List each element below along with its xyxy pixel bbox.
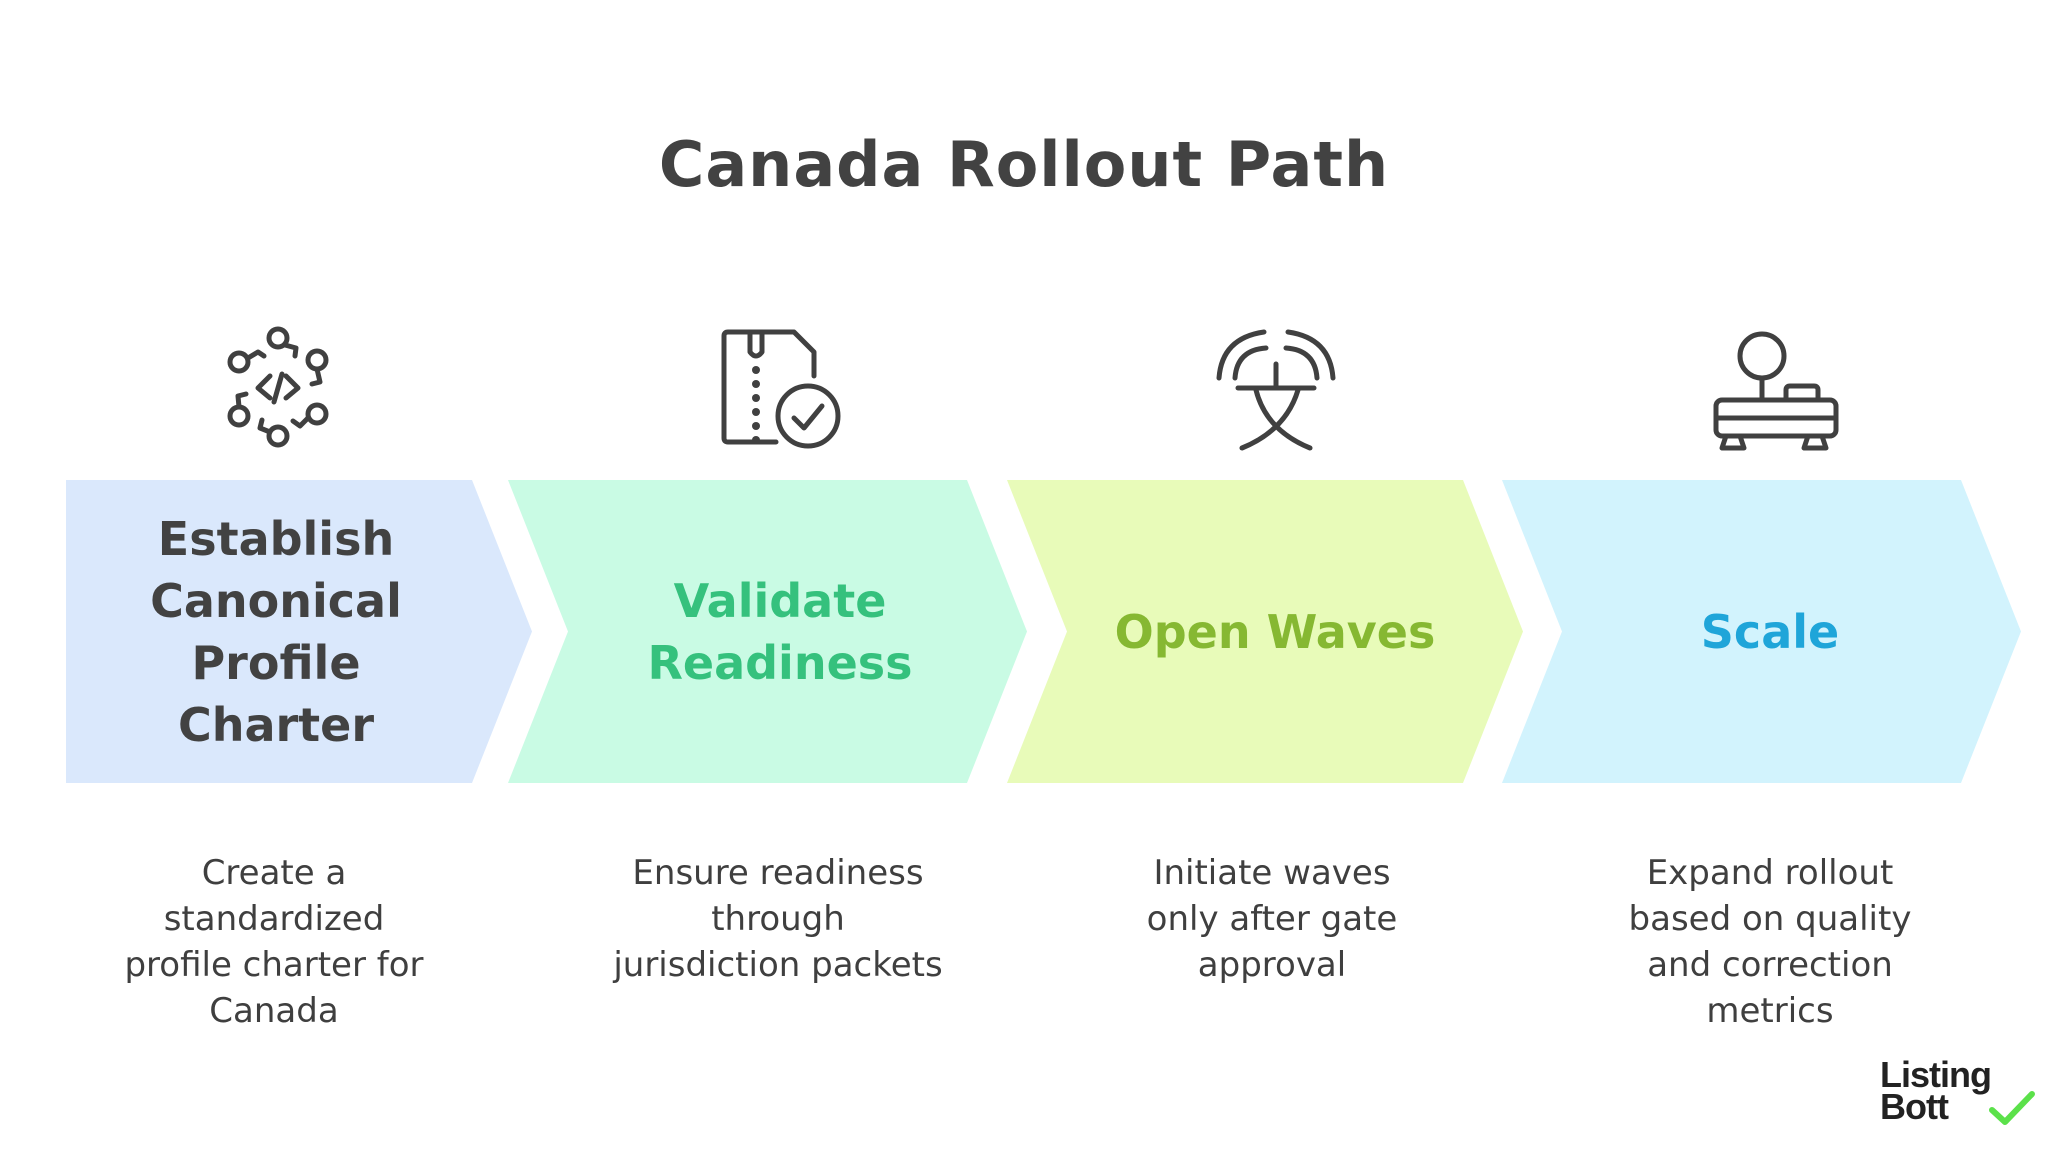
step-2-heading: Validate Readiness: [647, 573, 913, 690]
chevron-step-4: [1502, 480, 2021, 783]
step-3-description: Initiate waves only after gate approval: [1146, 853, 1398, 985]
step-3-heading: Open Waves: [1114, 604, 1436, 659]
step-1-heading: Establish Canonical Profile Charter: [150, 511, 402, 752]
logo-text-line2: Bott: [1880, 1086, 1949, 1127]
weighing-scale-icon: [1706, 318, 1846, 458]
broadcast-antenna-icon: [1206, 318, 1346, 458]
chevron-step-3: [1007, 480, 1523, 783]
logo-text-line1: Listing: [1880, 1054, 1992, 1095]
step-2-description: Ensure readiness through jurisdiction pa…: [613, 853, 943, 985]
step-4-description: Expand rollout based on quality and corr…: [1628, 853, 1912, 1031]
code-network-icon: [208, 318, 348, 458]
chevron-step-2: [508, 480, 1027, 783]
chevron-step-1: [66, 480, 532, 783]
zip-file-check-icon: [706, 318, 846, 458]
step-4-heading: Scale: [1700, 604, 1840, 659]
checkmark-icon: [1989, 1091, 2035, 1125]
listingbott-logo: Listing Bott: [1880, 1054, 2040, 1130]
diagram-title: Canada Rollout Path: [658, 128, 1390, 201]
step-1-description: Create a standardized profile charter fo…: [124, 853, 424, 1031]
